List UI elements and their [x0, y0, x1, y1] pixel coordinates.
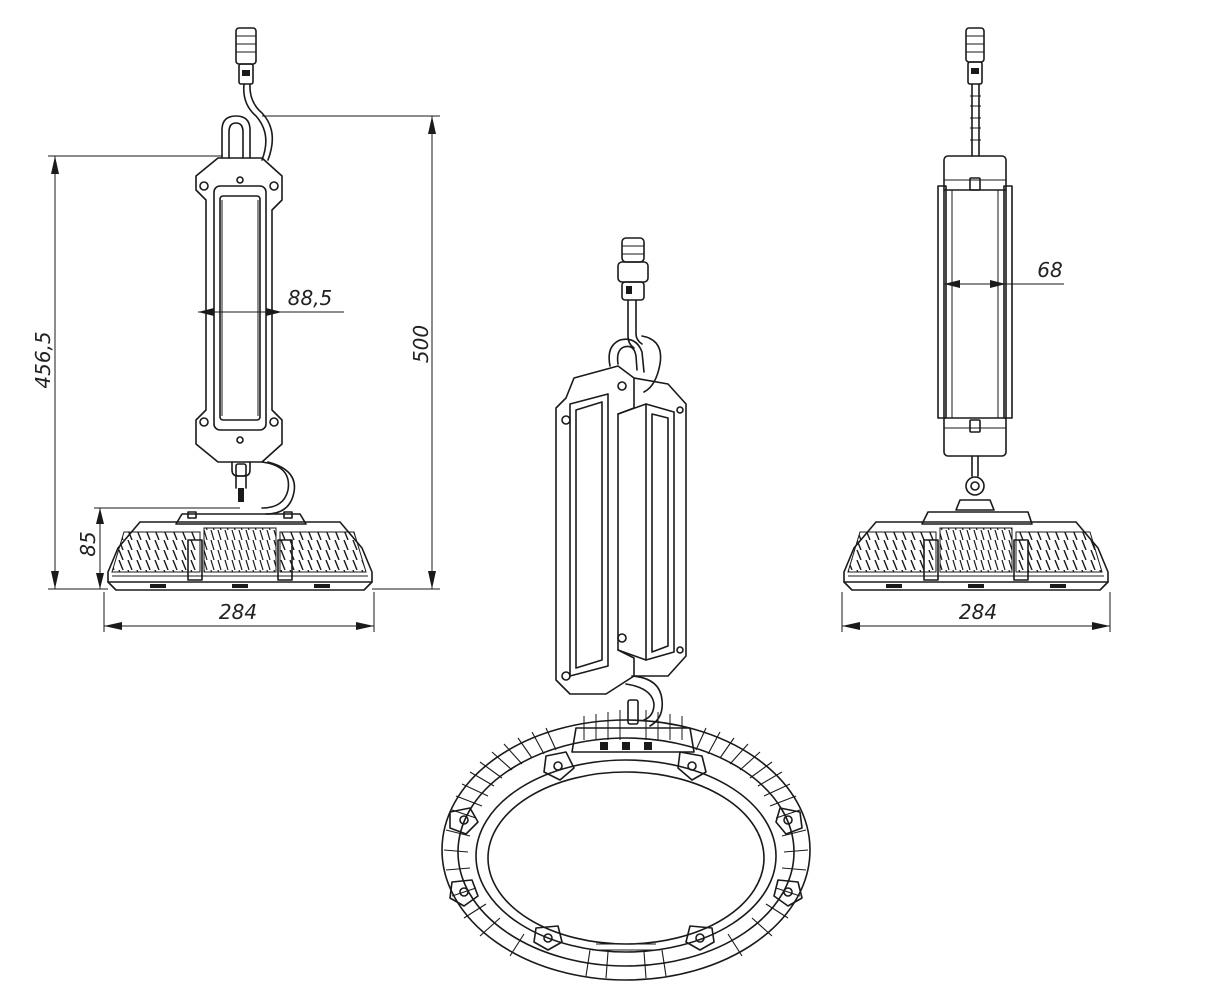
dim-side-housing-diameter: 284	[959, 600, 997, 624]
side-housing	[843, 511, 1109, 591]
front-view	[107, 27, 373, 591]
iso-housing-ring	[441, 719, 811, 981]
iso-connector	[617, 237, 649, 301]
side-driver-body	[943, 155, 1007, 457]
iso-mount-tabs	[449, 751, 803, 951]
dim-driver-depth: 68	[1037, 258, 1062, 282]
dim-housing-height: 85	[76, 531, 100, 556]
front-dimensions: 500 456,5 85 88,5 284	[31, 115, 440, 632]
dim-overall-height: 500	[409, 325, 433, 363]
dim-body-height: 456,5	[31, 331, 55, 388]
front-housing	[107, 511, 373, 591]
side-dimensions: 68 284	[841, 258, 1111, 632]
dim-housing-diameter: 284	[219, 600, 257, 624]
side-view	[843, 27, 1109, 591]
front-top-shackle	[221, 115, 251, 159]
isometric-view	[441, 237, 811, 981]
side-connector	[965, 27, 985, 85]
iso-driver-body	[555, 365, 635, 695]
iso-housing-top	[571, 710, 695, 753]
front-connector	[235, 27, 257, 85]
dim-driver-width: 88,5	[288, 286, 333, 310]
front-cable	[242, 83, 267, 161]
